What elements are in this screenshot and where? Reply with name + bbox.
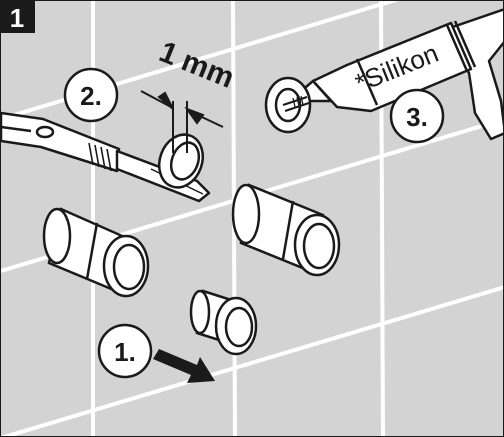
panel-number: 1 [10,3,24,33]
scraper-knife [1,111,211,203]
step-1-label: 1. [114,337,136,367]
step-2-badge: 2. [63,67,119,123]
small-cap [189,289,258,356]
step-1-badge: 1. [97,323,153,379]
step-1-arrow [153,349,215,383]
step-3-label: 3. [406,102,428,132]
step-3-badge: 3. [389,88,445,144]
seal-ring [157,133,205,189]
step-2-label: 2. [80,81,102,111]
silicone-gun [297,8,503,141]
cover-cap-right [231,183,341,277]
screw-washer [264,76,312,134]
panel-number-badge: 1 [1,1,35,33]
cover-cap-left [42,207,150,298]
dimension-marker [140,90,224,153]
